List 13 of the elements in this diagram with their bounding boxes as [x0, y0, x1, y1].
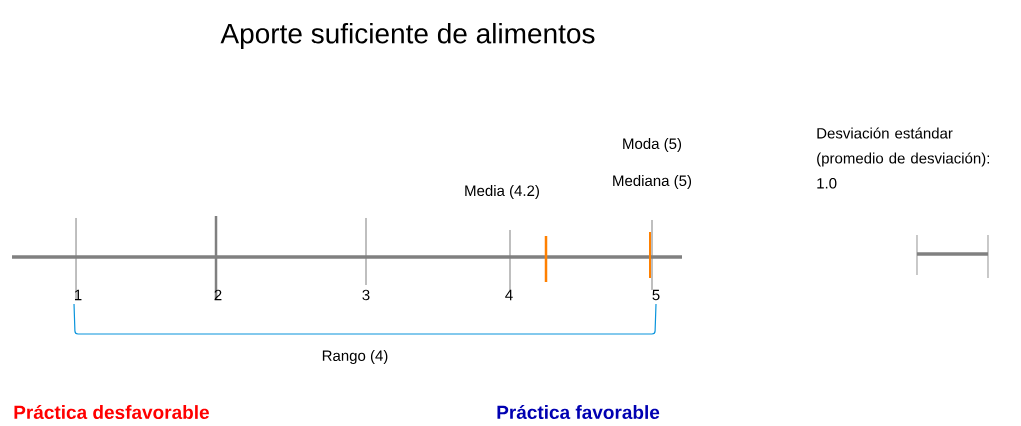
tick-number: 4: [505, 289, 513, 301]
value-label: Media (4.2): [465, 185, 539, 199]
title: Aporte suficiente de alimentos: [220, 22, 595, 50]
value-label: Moda (5): [623, 138, 682, 152]
category-label: Práctica favorable: [497, 404, 660, 420]
value-label: Mediana (5): [613, 175, 692, 189]
tick-number: 5: [652, 289, 660, 301]
tick-number: 1: [75, 289, 82, 301]
category-label: Práctica desfavorable: [14, 404, 209, 420]
note-text: Desviación estándar (promedio de desviación): 1.0: [817, 127, 989, 189]
tick-number: 2: [214, 289, 222, 301]
range-label: Rango (4): [322, 350, 388, 364]
tick-number: 3: [362, 289, 370, 301]
